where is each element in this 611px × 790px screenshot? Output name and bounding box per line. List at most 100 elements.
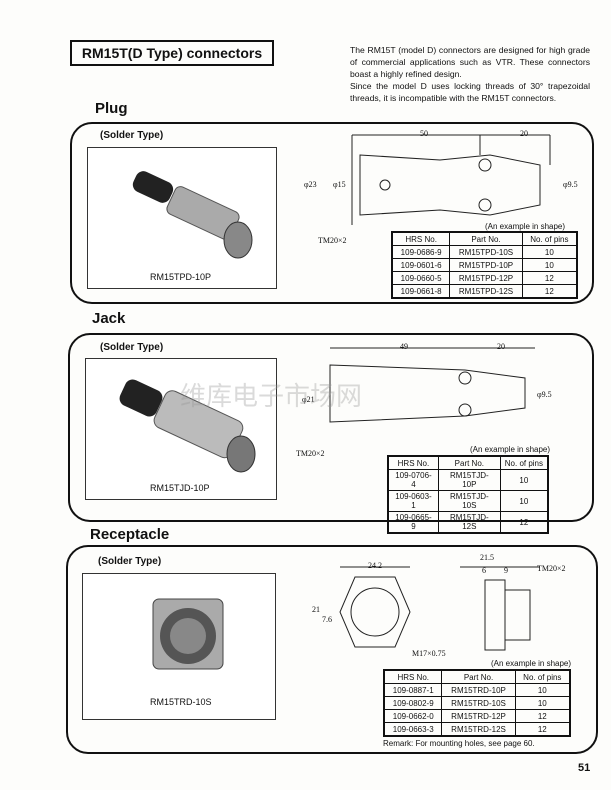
cell: 12 xyxy=(499,511,549,534)
plug-subtitle: (Solder Type) xyxy=(100,130,164,141)
cell: 10 xyxy=(514,696,571,710)
cell: RM15TRD-12P xyxy=(441,709,516,723)
plug-photo xyxy=(87,147,277,289)
receptacle-dim-thread-m: M17×0.75 xyxy=(412,649,446,658)
cell: 12 xyxy=(514,722,571,737)
cell: 109-0601-6 xyxy=(391,258,451,272)
receptacle-connector-image xyxy=(152,598,224,670)
receptacle-dim-height2: 7.6 xyxy=(322,615,332,624)
cell: 10 xyxy=(499,490,549,512)
jack-photo xyxy=(85,358,277,500)
col-hrs: HRS No. xyxy=(383,669,443,684)
cell: RM15TRD-10P xyxy=(441,683,516,697)
cell: RM15TJD-12S xyxy=(437,511,501,534)
jack-subtitle: (Solder Type) xyxy=(100,342,164,353)
col-pins: No. of pins xyxy=(514,669,571,684)
plug-dim-d3: φ9.5 xyxy=(563,180,578,189)
plug-dim-length: 50 xyxy=(420,129,428,138)
cell: 12 xyxy=(514,709,571,723)
jack-heading: Jack xyxy=(92,310,126,327)
plug-dim-d2: φ15 xyxy=(333,180,346,189)
cell: 109-0802-9 xyxy=(383,696,443,710)
cell: RM15TRD-12S xyxy=(441,722,516,737)
col-hrs: HRS No. xyxy=(387,455,439,470)
cell: 109-0660-5 xyxy=(391,271,451,285)
cell: 109-0662-0 xyxy=(383,709,443,723)
cell: 10 xyxy=(514,683,571,697)
jack-dim-d1: φ21 xyxy=(302,395,315,404)
col-pins: No. of pins xyxy=(521,231,578,246)
receptacle-dim-b: 9 xyxy=(504,566,508,575)
receptacle-remark: Remark: For mounting holes, see page 60. xyxy=(383,739,535,748)
jack-caption: RM15TJD-10P xyxy=(150,483,210,493)
page-title: RM15T(D Type) connectors xyxy=(70,40,274,66)
jack-connector-image xyxy=(119,379,256,473)
cell: 109-0603-1 xyxy=(387,490,439,512)
intro-paragraph-1: The RM15T (model D) connectors are desig… xyxy=(350,45,590,79)
receptacle-drawing xyxy=(339,566,540,651)
jack-dim-thread: TM20×2 xyxy=(296,449,325,458)
jack-panel xyxy=(68,333,594,522)
cell: 109-0665-9 xyxy=(387,511,439,534)
receptacle-subtitle: (Solder Type) xyxy=(98,556,162,567)
jack-dim-d3: φ9.5 xyxy=(537,390,552,399)
cell: 109-0706-4 xyxy=(387,469,439,491)
intro-text: The RM15T (model D) connectors are desig… xyxy=(350,44,590,104)
cell: RM15TJD-10S xyxy=(437,490,501,512)
cell: 12 xyxy=(521,271,578,285)
receptacle-dim-height: 21 xyxy=(312,605,320,614)
watermark: 维库电子市场网 xyxy=(180,382,363,412)
col-hrs: HRS No. xyxy=(391,231,451,246)
receptacle-photo xyxy=(82,573,276,720)
plug-heading: Plug xyxy=(95,100,128,117)
plug-drawing xyxy=(351,134,551,225)
cell: RM15TPD-12P xyxy=(449,271,523,285)
receptacle-dim-width: 24.2 xyxy=(368,561,382,570)
receptacle-caption: RM15TRD-10S xyxy=(150,697,212,707)
receptacle-dim-a: 6 xyxy=(482,566,486,575)
jack-example-note: (An example in shape) xyxy=(470,445,551,454)
receptacle-dim-thread: TM20×2 xyxy=(537,564,566,573)
intro-paragraph-2: Since the model D uses locking threads o… xyxy=(350,81,590,103)
cell: 109-0686-9 xyxy=(391,245,451,259)
cell: RM15TPD-10P xyxy=(449,258,523,272)
plug-dim-thread: TM20×2 xyxy=(318,236,347,245)
cell: 10 xyxy=(521,258,578,272)
cell: 109-0663-3 xyxy=(383,722,443,737)
plug-connector-image xyxy=(132,171,253,259)
receptacle-dim-length: 21.5 xyxy=(480,553,494,562)
plug-panel xyxy=(70,122,594,304)
col-part: Part No. xyxy=(437,455,501,470)
jack-drawing xyxy=(329,347,535,423)
cell: 10 xyxy=(521,245,578,259)
cell: 12 xyxy=(521,284,578,299)
cell: 10 xyxy=(499,469,549,491)
receptacle-example-note: (An example in shape) xyxy=(491,659,572,668)
plug-caption: RM15TPD-10P xyxy=(150,272,212,282)
col-pins: No. of pins xyxy=(499,455,549,470)
cell: RM15TPD-10S xyxy=(449,245,523,259)
col-part: Part No. xyxy=(449,231,523,246)
cell: RM15TRD-10S xyxy=(441,696,516,710)
plug-dim-d1: φ23 xyxy=(304,180,317,189)
plug-dim-tail: 20 xyxy=(520,129,528,138)
cell: 109-0887-1 xyxy=(383,683,443,697)
page-number: 51 xyxy=(578,762,591,774)
receptacle-heading: Receptacle xyxy=(90,526,170,543)
plug-example-note: (An example in shape) xyxy=(485,222,566,231)
col-part: Part No. xyxy=(441,669,516,684)
